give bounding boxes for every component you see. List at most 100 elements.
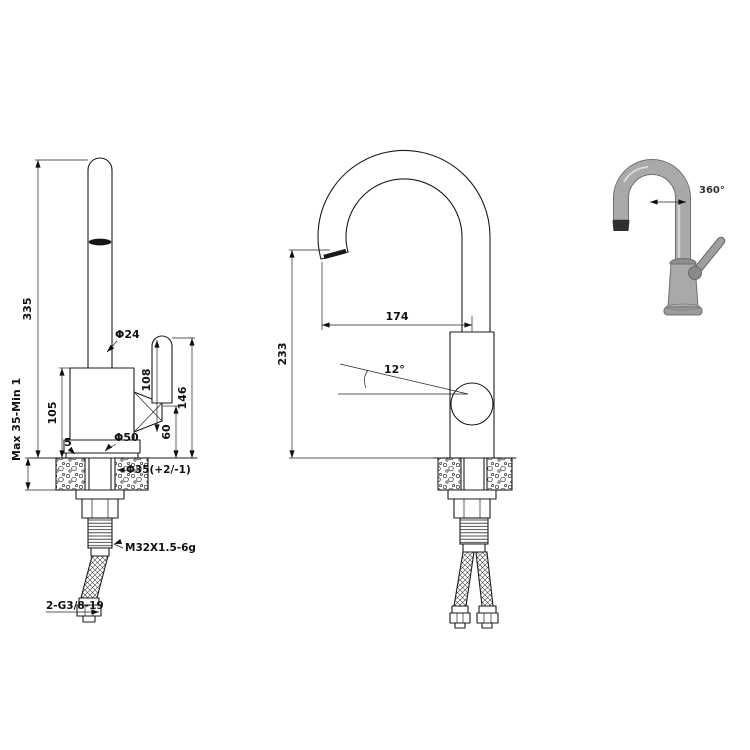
side-handle-hub (450, 382, 494, 426)
dim-arrow (25, 482, 31, 490)
dim-spout-diameter-label: Φ24 (115, 328, 140, 341)
dim-clamp-range-label: Max 35-Min 1 (10, 378, 23, 461)
dim-base-plate: 5 (64, 436, 77, 456)
render-spout-tube (613, 159, 691, 263)
dim-arrow (25, 458, 31, 466)
side-supply-hose-right (475, 551, 494, 607)
dim-arrow (35, 160, 41, 168)
side-counter-section-right (486, 457, 513, 491)
dim-spout-outlet-height-label: 233 (276, 343, 289, 366)
front-hose-tail (82, 615, 96, 623)
dim-hose-spec: 2-G3/8-19 (46, 600, 104, 615)
swivel-label: 360° (699, 185, 725, 196)
side-supply-hose-left (453, 551, 475, 607)
dim-hose-spec-label: 2-G3/8-19 (46, 600, 104, 612)
dim-arrow (322, 322, 330, 328)
render-lever-joint (688, 266, 702, 280)
dim-arrow (59, 368, 65, 376)
dim-spout-tilt-angle-label: 12° (384, 363, 405, 376)
extension-line (25, 457, 56, 491)
side-hose-connector (462, 543, 486, 553)
dim-handle-pivot-height: 60 (160, 405, 179, 458)
render-lever (695, 237, 725, 272)
render-base-shadow (665, 303, 701, 311)
front-counter-section-right (114, 457, 149, 491)
dim-arrow (154, 424, 160, 432)
front-nut-facets (91, 499, 109, 518)
dim-base-diameter: Φ50 (103, 431, 139, 453)
render-swivel-annotation: 360° (650, 185, 725, 205)
dim-mounting-hole: Φ35(+2/-1) (117, 464, 191, 476)
side-hose-nut-right-facets (483, 613, 492, 623)
dim-clamp-range: Max 35-Min 1 (10, 378, 56, 491)
dim-spout-diameter: Φ24 (105, 328, 140, 354)
side-spout-inner (345, 178, 463, 333)
side-spout-outer (317, 150, 491, 333)
side-aerator-band (323, 248, 347, 260)
render-aerator-tip (612, 220, 630, 231)
dim-mounting-hole-label: Φ35(+2/-1) (126, 464, 191, 476)
front-mounting-nut (81, 498, 119, 519)
dim-base-plate-label: 5 (64, 436, 72, 449)
front-threaded-shank (87, 517, 113, 549)
dim-body-height: 105 (46, 367, 70, 458)
extension-line (289, 249, 433, 459)
front-body (69, 367, 135, 441)
dim-shank-thread: M32X1.5-6g (113, 538, 196, 554)
dim-arrow (289, 250, 295, 258)
front-shank-through-hole (88, 457, 112, 491)
dim-handle-length-label: 108 (140, 369, 153, 392)
side-counter-section-left (437, 457, 462, 491)
side-washer-flange (447, 489, 497, 500)
side-mounting-nut (453, 498, 491, 519)
side-nut-facets (463, 499, 481, 518)
dim-spout-outlet-height: 233 (276, 249, 433, 459)
dim-arrow (105, 344, 115, 354)
dim-handle-top-height-label: 146 (176, 386, 189, 409)
dim-shank-thread-label: M32X1.5-6g (125, 542, 196, 554)
dim-arrow (189, 450, 195, 458)
side-hose-ferrule-left (451, 605, 469, 614)
side-hose-tail-right (481, 622, 493, 629)
side-hose-nut-left (449, 612, 471, 624)
dim-arrow (189, 338, 195, 346)
dim-handle-top-height: 146 (172, 337, 195, 458)
dim-body-height-label: 105 (46, 402, 59, 425)
dim-handle-length: 108 (140, 340, 160, 432)
side-hose-ferrule-right (478, 605, 497, 614)
leader-line (113, 543, 124, 549)
side-view: 233 174 12° (276, 150, 517, 629)
side-hose-nut-right (476, 612, 499, 624)
angle-arc (364, 369, 369, 389)
dim-arrow (464, 322, 472, 328)
dim-arrow (35, 450, 41, 458)
front-washer-flange (75, 489, 125, 500)
front-spout-tube (87, 157, 113, 369)
dim-arrow (59, 450, 65, 458)
side-threaded-shank (459, 517, 489, 545)
front-view: 335 Max 35-Min 1 Φ24 105 5 (10, 157, 198, 623)
dim-total-height: 335 (21, 159, 88, 458)
swivel-arrow-icon (650, 199, 658, 205)
front-hose-connector (90, 547, 110, 557)
render-highlight (623, 166, 649, 183)
dim-arrow (289, 450, 295, 458)
product-render: 360° (612, 159, 726, 316)
dim-arrow (173, 450, 179, 458)
angle-line (339, 363, 469, 395)
side-hose-nut-left-facets (456, 613, 464, 623)
side-shank-through-hole (463, 457, 485, 491)
front-counter-section-left (55, 457, 86, 491)
dim-spout-tilt-angle: 12° (338, 363, 469, 395)
dim-total-height-label: 335 (21, 298, 34, 321)
front-aerator-band (88, 238, 112, 246)
render-base (663, 306, 703, 316)
front-supply-hose (80, 555, 109, 599)
extension-line (321, 262, 473, 332)
dim-spout-reach-label: 174 (386, 310, 409, 323)
dim-spout-reach: 174 (321, 262, 473, 332)
dim-base-diameter-label: Φ50 (114, 431, 139, 444)
side-hose-tail-left (454, 622, 466, 629)
